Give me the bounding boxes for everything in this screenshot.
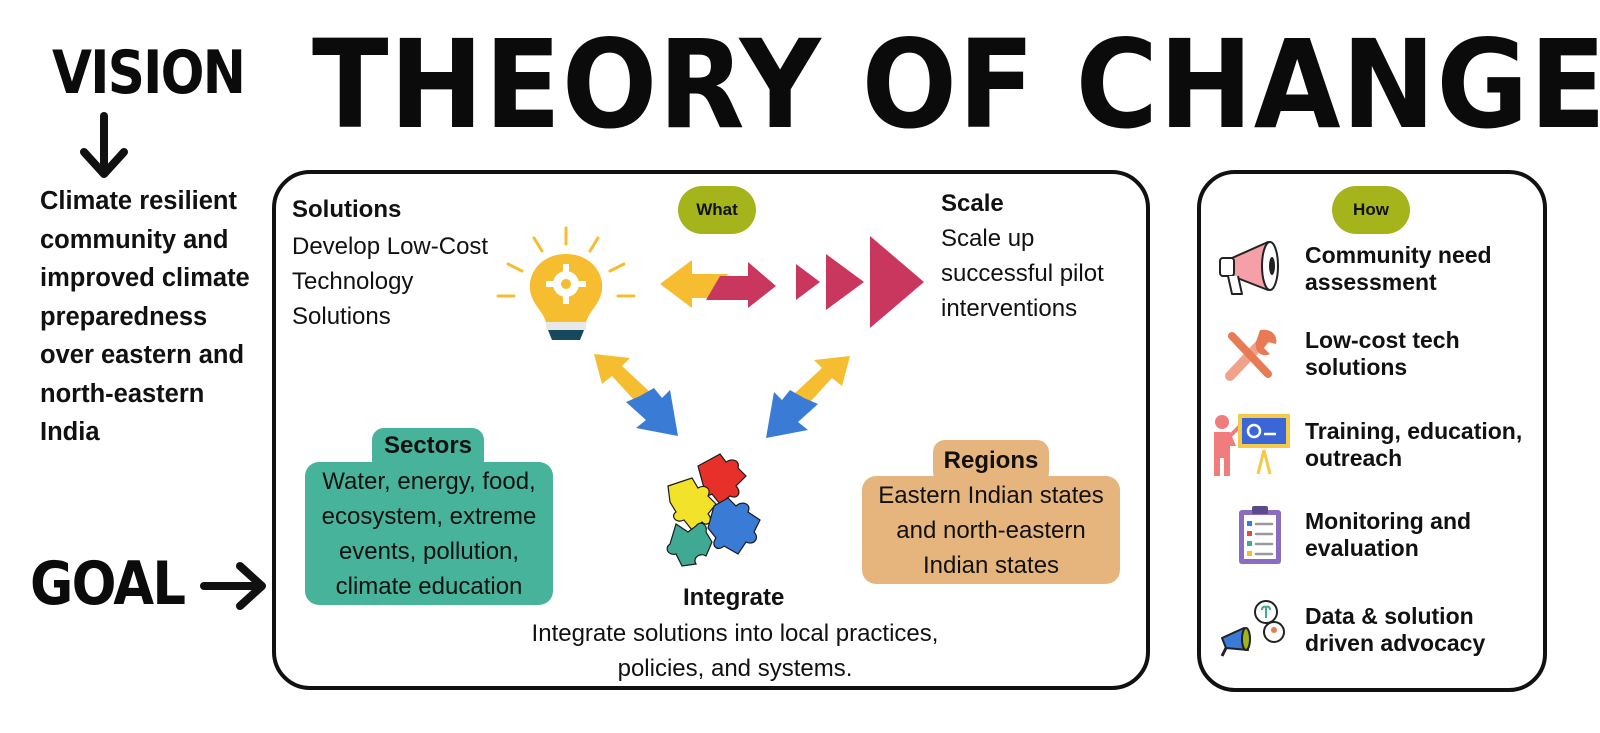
integrate-title: Integrate — [683, 584, 785, 611]
advocacy-icon — [1216, 598, 1288, 660]
tools-icon — [1220, 326, 1280, 384]
sectors-tab — [372, 428, 484, 472]
puzzle-icon — [662, 446, 772, 568]
sectors-title: Sectors — [383, 432, 473, 459]
how-item-monitoring: Monitoring and evaluation — [1305, 508, 1472, 561]
checklist-icon — [1236, 504, 1284, 566]
solutions-title: Solutions — [292, 196, 402, 223]
regions-body: Eastern Indian states and north-eastern … — [878, 482, 1104, 579]
sectors-body: Water, energy, food, ecosystem, extreme … — [321, 468, 537, 600]
regions-tab — [933, 440, 1049, 484]
sectors-card — [305, 462, 553, 605]
how-item-advocacy: Data & solution driven advocacy — [1305, 603, 1486, 656]
vision-statement: Climate resilient community and improved… — [40, 187, 250, 446]
regions-card — [862, 476, 1120, 584]
scale-title: Scale — [941, 190, 1004, 217]
how-item-low-cost-tech: Low-cost tech solutions — [1305, 327, 1460, 380]
arrow-down-icon — [78, 112, 130, 180]
double-arrow-diagonal-left-icon — [590, 350, 682, 440]
integrate-body: Integrate solutions into local practices… — [531, 620, 939, 682]
page-title: THEORY OF CHANGE — [312, 14, 1600, 156]
lightbulb-icon — [494, 224, 640, 342]
how-item-training: Training, education, outreach — [1305, 418, 1523, 471]
scale-body: Scale up successful pilot interventions — [941, 225, 1104, 322]
how-badge: How — [1332, 186, 1410, 234]
presentation-icon — [1206, 410, 1294, 478]
how-item-community-need: Community need assessment — [1305, 242, 1492, 295]
solutions-body: Develop Low-Cost Technology Solutions — [292, 233, 489, 330]
what-panel — [272, 170, 1150, 690]
regions-title: Regions — [943, 447, 1039, 474]
double-arrow-horizontal-icon — [656, 256, 780, 312]
vision-label: VISION — [52, 38, 246, 108]
megaphone-icon — [1214, 236, 1292, 298]
arrow-right-icon — [200, 560, 270, 612]
what-badge: What — [678, 186, 756, 234]
goal-label: GOAL — [30, 549, 186, 619]
fast-forward-icon — [794, 234, 926, 332]
how-panel — [1197, 170, 1547, 692]
double-arrow-diagonal-right-icon — [762, 352, 854, 442]
